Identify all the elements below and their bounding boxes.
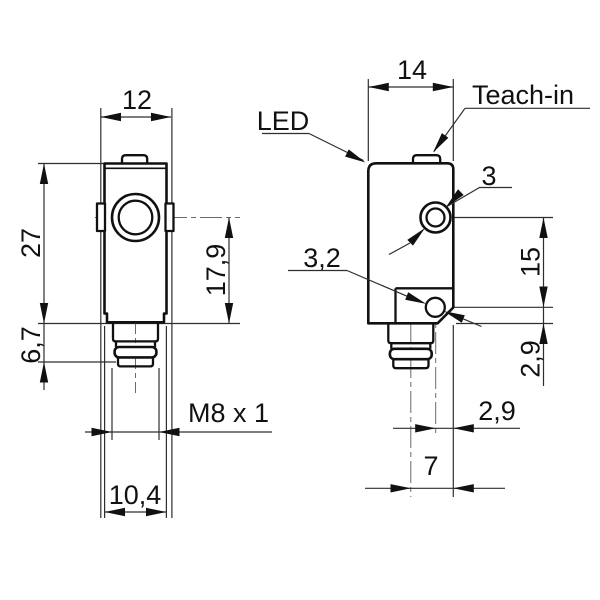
connector-ring-front: [113, 345, 158, 359]
teach-in-label: Teach-in: [472, 80, 574, 110]
connector-collar-front: [111, 322, 160, 343]
dim-edge-offset-2-9: 2,9: [393, 396, 520, 433]
dim-thread-m8: M8 x 1: [85, 398, 272, 437]
dim-hole-3: 3: [388, 161, 512, 256]
dim-label: 3,2: [303, 243, 341, 273]
arrowhead: [345, 149, 366, 163]
dim-connector-width-10-4: 10,4: [104, 480, 167, 517]
dim-label: 17,9: [201, 244, 231, 297]
dim-depth-14: 14: [368, 55, 454, 92]
side-view: 14 LED Teach-in 3 3,2: [257, 55, 590, 497]
arrowhead: [446, 189, 464, 207]
mounting-tab-right: [164, 202, 175, 233]
thread-label: M8 x 1: [188, 398, 269, 428]
lens-inner-circle: [117, 199, 154, 236]
callout-teach-in: Teach-in: [433, 80, 590, 153]
connector-tip-side: [392, 359, 430, 370]
dim-width-12: 12: [101, 85, 171, 122]
led-label: LED: [257, 106, 310, 136]
arrowhead: [91, 427, 112, 437]
connector-ring-side: [388, 347, 433, 361]
arrowhead: [224, 217, 234, 238]
dim-label: 6,7: [16, 326, 46, 364]
arrowhead: [539, 323, 548, 344]
connector-neck-front: [114, 341, 157, 347]
arrowhead: [368, 82, 389, 92]
leader-line: [446, 186, 480, 208]
dim-label: 7: [423, 451, 438, 481]
dim-hole-spacing-15: 15: [516, 217, 548, 386]
arrowhead: [539, 286, 548, 307]
arrowhead: [39, 303, 49, 324]
arrowhead: [432, 82, 454, 92]
leader-line: [462, 318, 482, 328]
sensor-body-front: [103, 162, 168, 324]
arrowhead: [415, 424, 436, 433]
arrowhead: [433, 133, 449, 153]
dim-height-27: 27: [16, 163, 49, 390]
dim-label: 3: [481, 161, 496, 191]
arrowhead: [146, 507, 167, 517]
arrowhead: [453, 424, 474, 433]
arrowhead: [453, 484, 474, 493]
dim-label: 15: [516, 247, 546, 277]
mounting-tab-left: [95, 202, 107, 233]
leader-line: [388, 242, 411, 256]
arrowhead: [39, 163, 49, 184]
dim-label: 2,9: [478, 396, 516, 426]
dim-label: 12: [122, 85, 152, 115]
arrowhead: [224, 303, 234, 324]
arrowhead: [443, 311, 465, 323]
dim-center-to-edge-7: 7: [365, 451, 505, 493]
arrowhead: [159, 427, 180, 437]
arrowhead: [39, 362, 49, 383]
dim-connector-6-7: 6,7: [16, 326, 49, 383]
leader-line: [346, 269, 408, 297]
connector-collar-side: [387, 323, 435, 345]
dim-label: 10,4: [109, 480, 162, 510]
dim-label: 14: [397, 55, 427, 85]
arrowhead: [104, 507, 125, 517]
callout-led: LED: [257, 106, 366, 163]
dim-lower-hole-offset-2-9: 2,9: [516, 323, 548, 378]
lower-hole: [424, 296, 446, 318]
dim-label: 2,9: [516, 340, 546, 378]
body-step-lines: [394, 287, 454, 324]
dim-label: 27: [16, 228, 46, 258]
front-view: 12 27 6,7 17,9 M8 x 1: [16, 85, 272, 518]
arrowhead: [405, 292, 427, 304]
arrowhead: [101, 112, 121, 122]
arrowhead: [390, 484, 411, 493]
dim-hole-3-2: 3,2: [288, 243, 482, 328]
arrowhead: [407, 228, 425, 246]
teach-button-front: [120, 154, 149, 163]
connector-tip-front: [116, 357, 155, 368]
upper-hole-inner: [425, 207, 446, 228]
dim-lens-center-17-9: 17,9: [201, 217, 234, 324]
teach-button-side: [411, 154, 442, 163]
connector-neck-side: [390, 343, 432, 349]
arrowhead: [539, 217, 548, 238]
arrowhead: [151, 112, 171, 122]
